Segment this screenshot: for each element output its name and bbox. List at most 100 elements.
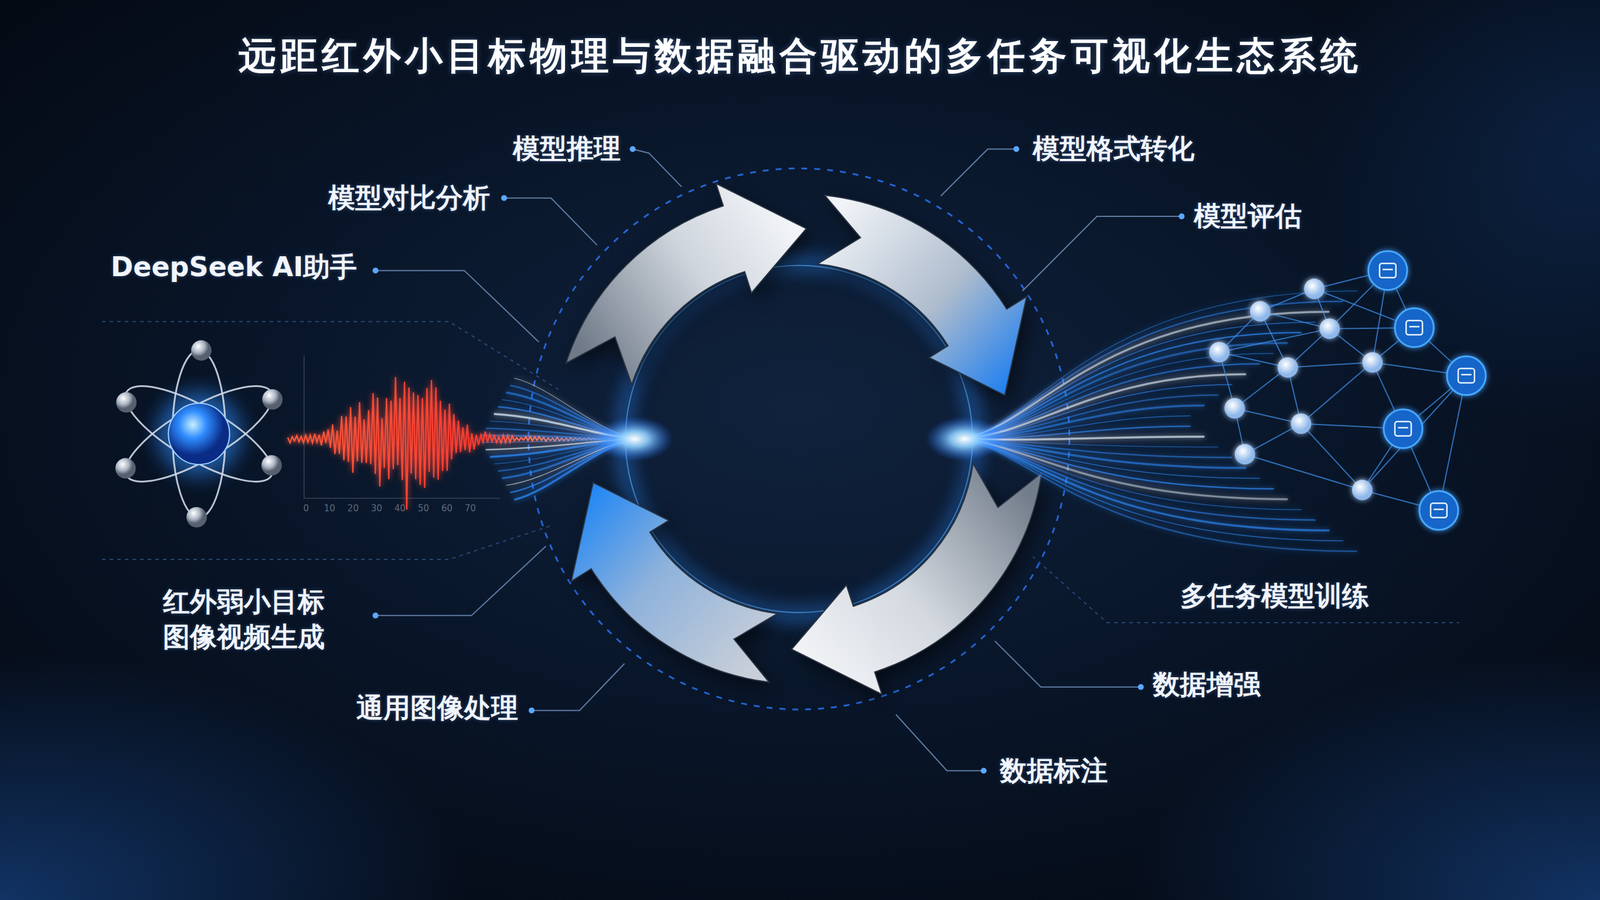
leader-line bbox=[995, 640, 1142, 687]
dashed-ring bbox=[528, 168, 1070, 710]
icon-glyph bbox=[1382, 268, 1393, 271]
label-holder: 40 bbox=[394, 502, 406, 514]
light-beam bbox=[964, 363, 1261, 439]
light-beam bbox=[964, 438, 1274, 489]
light-beam bbox=[964, 373, 1247, 439]
network-node bbox=[1362, 352, 1383, 373]
electron bbox=[115, 457, 136, 479]
label-holder: 多任务模型训练 bbox=[1180, 578, 1370, 614]
leader-dot bbox=[372, 267, 379, 274]
callout-label: 数据标注 bbox=[999, 753, 1108, 789]
label-holder: 0 bbox=[303, 502, 310, 514]
leader-line bbox=[896, 714, 985, 771]
label-holder: 模型推理 bbox=[512, 131, 621, 167]
network-node bbox=[1290, 413, 1312, 434]
dashed-guide bbox=[101, 321, 560, 390]
light-beam bbox=[964, 332, 1302, 439]
network-link bbox=[1234, 407, 1302, 424]
leader-dot bbox=[372, 612, 379, 619]
callout-label: 红外弱小目标 图像视频生成 bbox=[162, 584, 357, 655]
label-holder: 30 bbox=[370, 502, 383, 514]
leader-line bbox=[940, 148, 1017, 196]
label-holder: DeepSeek AI助手 bbox=[110, 249, 357, 285]
network-node bbox=[1319, 318, 1340, 339]
label-holder: 数据标注 bbox=[999, 753, 1108, 789]
label-holder: 数据增强 bbox=[1152, 666, 1261, 703]
focus-glow bbox=[596, 416, 674, 462]
nucleus-glow bbox=[155, 390, 242, 477]
network-link bbox=[1244, 454, 1363, 490]
icon-glyph bbox=[1433, 508, 1444, 511]
label-holder: 模型对比分析 bbox=[328, 180, 490, 216]
axis-tick-label: 50 bbox=[417, 502, 430, 514]
leader-line bbox=[375, 270, 540, 342]
label-holder: 10 bbox=[324, 502, 336, 514]
label-holder: 60 bbox=[441, 502, 453, 514]
label-holder: 模型评估 bbox=[1193, 198, 1302, 234]
axis-tick-label: 20 bbox=[347, 502, 359, 514]
label-holder: 70 bbox=[464, 502, 476, 514]
axis-tick-label: 10 bbox=[324, 502, 336, 514]
title: 远距红外小目标物理与数据融合驱动的多任务可视化生态系统 bbox=[238, 31, 1363, 81]
leader-dot bbox=[1138, 683, 1145, 690]
callout-label: DeepSeek AI助手 bbox=[110, 249, 357, 285]
network-link bbox=[1260, 311, 1330, 329]
callout-label: 模型对比分析 bbox=[328, 180, 490, 216]
leader-dot bbox=[1013, 145, 1020, 152]
icon-glyph bbox=[1394, 421, 1412, 436]
axis-tick-label: 60 bbox=[441, 502, 453, 514]
leader-dot bbox=[528, 707, 535, 714]
nucleus bbox=[168, 403, 230, 465]
leader-dot bbox=[1178, 213, 1185, 220]
axis-tick-label: 30 bbox=[370, 502, 383, 514]
atom-orbit bbox=[113, 368, 285, 499]
cycle-arrow bbox=[817, 195, 1027, 396]
corner-glow bbox=[1131, 653, 1600, 900]
network-link bbox=[1301, 362, 1373, 424]
label-holder: 通用图像处理 bbox=[356, 690, 519, 726]
light-beam bbox=[964, 353, 1274, 439]
network-icon bbox=[1394, 308, 1434, 347]
callout-label: 模型评估 bbox=[1193, 198, 1302, 234]
label-holder: 模型格式转化 bbox=[1032, 131, 1195, 167]
callout-label: 模型推理 bbox=[512, 131, 621, 167]
callout-label: 模型格式转化 bbox=[1032, 131, 1195, 167]
network-node bbox=[1352, 479, 1373, 500]
network-node bbox=[1224, 397, 1245, 419]
leader-line bbox=[632, 148, 682, 187]
icon-glyph bbox=[1408, 325, 1419, 328]
cycle-arrow bbox=[571, 482, 778, 682]
cycle-arrow bbox=[791, 463, 1042, 694]
light-beam bbox=[964, 395, 1219, 439]
network-node bbox=[1250, 301, 1271, 322]
electron bbox=[116, 392, 137, 413]
icon-glyph bbox=[1397, 426, 1408, 429]
electron bbox=[261, 454, 282, 476]
light-beam bbox=[964, 321, 1316, 439]
light-beam bbox=[964, 384, 1232, 439]
network-icon bbox=[1419, 490, 1459, 530]
icon-glyph bbox=[1379, 263, 1397, 278]
light-beam bbox=[964, 438, 1357, 552]
network-link bbox=[1287, 362, 1373, 368]
label-holder: 红外弱小目标 图像视频生成 bbox=[162, 584, 357, 655]
label-holder: 50 bbox=[417, 502, 430, 514]
electron bbox=[261, 389, 283, 410]
dashed-guide bbox=[1032, 556, 1460, 623]
icon-glyph bbox=[1430, 502, 1448, 517]
network-node bbox=[1277, 356, 1299, 378]
network-node bbox=[1304, 278, 1325, 299]
icon-glyph bbox=[1406, 320, 1423, 335]
light-beam bbox=[964, 342, 1288, 439]
light-beam bbox=[964, 290, 1357, 439]
network-node bbox=[1234, 443, 1256, 465]
dashed-guide bbox=[101, 525, 551, 560]
signal-waveform bbox=[287, 376, 612, 510]
light-beam bbox=[964, 311, 1330, 439]
corner-glow bbox=[0, 653, 469, 900]
atom-orbit bbox=[113, 368, 285, 499]
callout-label: 通用图像处理 bbox=[356, 690, 519, 726]
electron bbox=[191, 339, 212, 361]
leader-line bbox=[375, 545, 547, 615]
